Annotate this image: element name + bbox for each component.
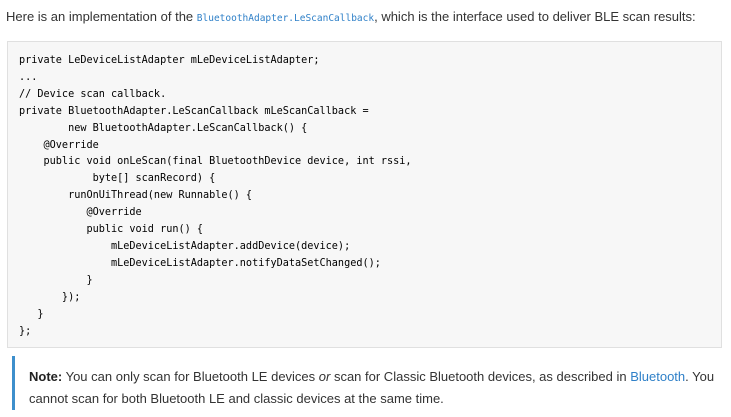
note-text-1: You can only scan for Bluetooth LE devic…: [62, 369, 319, 384]
code-line: private LeDeviceListAdapter mLeDeviceLis…: [19, 55, 320, 66]
intro-class-name[interactable]: BluetoothAdapter.LeScanCallback: [196, 13, 375, 24]
code-line: @Override: [19, 207, 142, 219]
note-text-3: . You cannot scan for both Bluetooth LE …: [29, 369, 715, 406]
note-text-2: scan for Classic Bluetooth devices, as d…: [330, 369, 631, 384]
code-line: mLeDeviceListAdapter.notifyDataSetChange…: [19, 257, 381, 269]
code-line: byte[] scanRecord) {: [19, 173, 216, 185]
code-line: @Override: [19, 139, 99, 151]
code-listing: private LeDeviceListAdapter mLeDeviceLis…: [19, 53, 412, 340]
code-line: ...: [19, 71, 38, 83]
note-emphasis: or: [318, 369, 331, 384]
note-callout: Note: You can only scan for Bluetooth LE…: [12, 356, 724, 410]
code-line: mLeDeviceListAdapter.addDevice(device);: [19, 240, 351, 252]
code-line: });: [19, 291, 81, 303]
code-line: }: [19, 308, 44, 320]
code-line: runOnUiThread(new Runnable() {: [19, 190, 253, 202]
code-line: public void run() {: [19, 224, 204, 236]
intro-prefix: Here is an implementation of the: [6, 9, 197, 24]
code-line: private BluetoothAdapter.LeScanCallback …: [19, 105, 369, 117]
code-line: public void onLeScan(final BluetoothDevi…: [19, 156, 412, 168]
intro-paragraph: Here is an implementation of the Bluetoo…: [6, 8, 728, 28]
code-line: // Device scan callback.: [19, 88, 167, 100]
bluetooth-link[interactable]: Bluetooth: [630, 369, 686, 384]
note-label: Note:: [29, 369, 63, 384]
code-line: };: [19, 325, 32, 337]
code-line: new BluetoothAdapter.LeScanCallback() {: [19, 122, 308, 134]
intro-suffix: , which is the interface used to deliver…: [374, 9, 696, 24]
code-block: private LeDeviceListAdapter mLeDeviceLis…: [7, 41, 722, 348]
code-line: }: [19, 274, 93, 286]
